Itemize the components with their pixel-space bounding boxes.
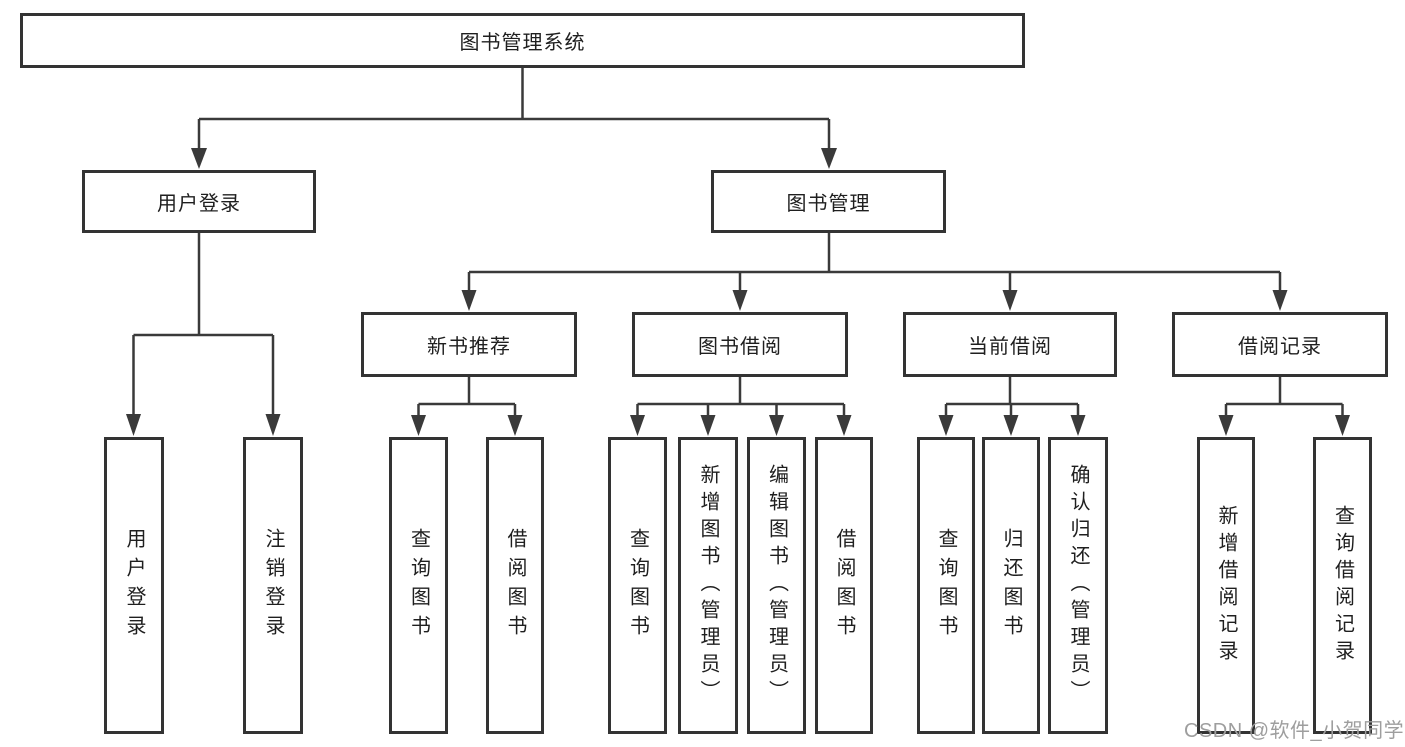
node-root-system: 图书管理系统: [20, 13, 1025, 68]
node-book-management-branch: 图书管理: [711, 170, 946, 233]
csdn-watermark: CSDN @软件_小贺同学: [1184, 720, 1405, 742]
leaf-logout: 注销登录: [243, 437, 303, 734]
leaf-return-book: 归还图书: [982, 437, 1040, 734]
leaf-query-borrow-record: 查询借阅记录: [1313, 437, 1372, 734]
leaf-user-login: 用户登录: [104, 437, 164, 734]
node-new-book-recommend: 新书推荐: [361, 312, 577, 377]
leaf-add-borrow-record: 新增借阅记录: [1197, 437, 1255, 734]
leaf-borrow-book-1: 借阅图书: [486, 437, 544, 734]
node-book-borrow: 图书借阅: [632, 312, 848, 377]
leaf-query-book-1: 查询图书: [389, 437, 448, 734]
leaf-query-book-2: 查询图书: [608, 437, 667, 734]
leaf-edit-book-admin: 编辑图书（管理员）: [747, 437, 806, 734]
leaf-borrow-book-2: 借阅图书: [815, 437, 873, 734]
node-user-login-branch: 用户登录: [82, 170, 316, 233]
node-borrow-records: 借阅记录: [1172, 312, 1388, 377]
node-current-borrow: 当前借阅: [903, 312, 1117, 377]
leaf-query-book-3: 查询图书: [917, 437, 975, 734]
leaf-add-book-admin: 新增图书（管理员）: [678, 437, 738, 734]
leaf-confirm-return-admin: 确认归还（管理员）: [1048, 437, 1108, 734]
